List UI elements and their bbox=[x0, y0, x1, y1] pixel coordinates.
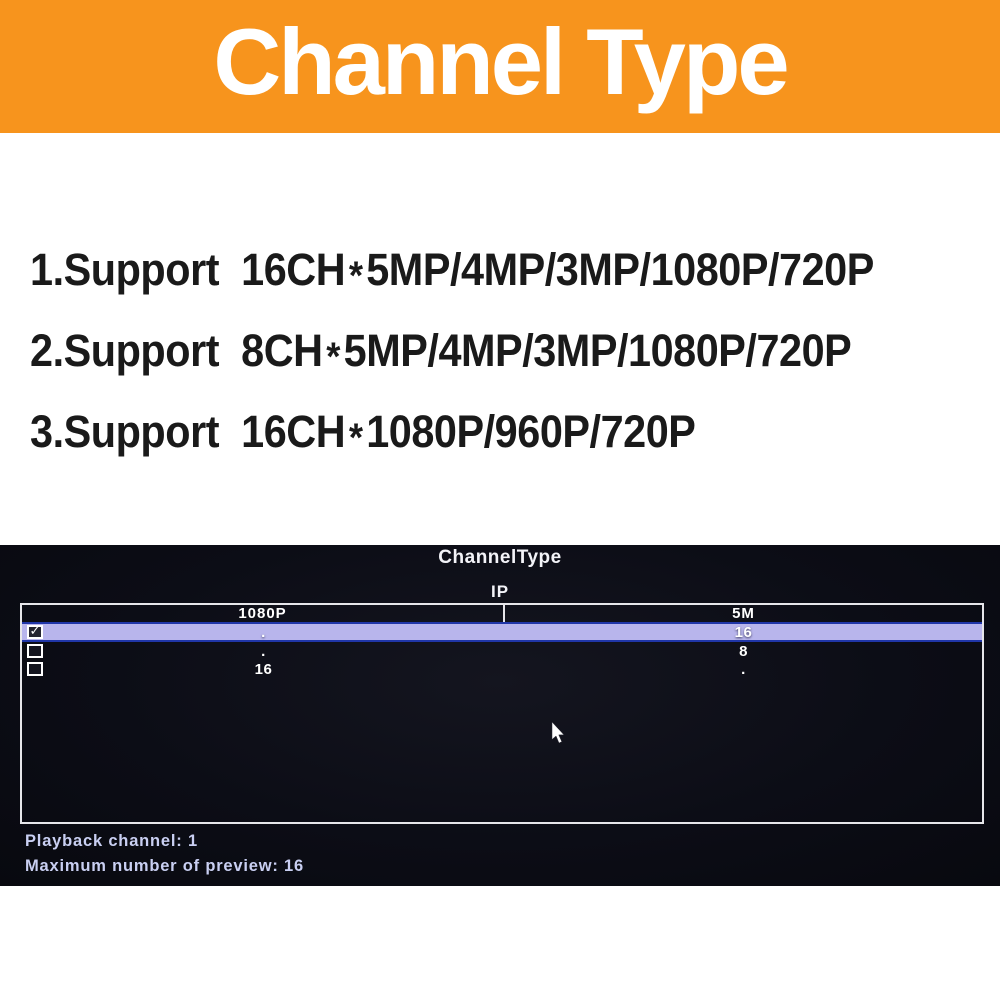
dialog-title: ChannelType bbox=[438, 547, 562, 568]
cell-5m: 8 bbox=[739, 642, 748, 660]
feature-line-3: 3.Support 16CH*1080P/960P/720P bbox=[30, 406, 913, 460]
page-title: Channel Type bbox=[213, 8, 789, 114]
dvr-screenshot: ChannelType IP 1080P 5M ✓ . 16 . 8 bbox=[0, 545, 1000, 886]
column-header-1080p: 1080P bbox=[22, 605, 505, 622]
feature-formats: 5MP/4MP/3MP/1080P/720P bbox=[366, 244, 874, 295]
cell-5m: . bbox=[741, 660, 746, 678]
cell-5m: 16 bbox=[734, 623, 753, 641]
feature-number: 1.Support bbox=[30, 244, 220, 295]
feature-formats: 5MP/4MP/3MP/1080P/720P bbox=[343, 325, 852, 376]
asterisk: * bbox=[348, 416, 363, 460]
cell-1080p: . bbox=[261, 623, 266, 641]
feature-line-1: 1.Support 16CH*5MP/4MP/3MP/1080P/720P bbox=[30, 244, 913, 298]
max-preview-status: Maximum number of preview: 16 bbox=[25, 857, 305, 875]
playback-channel-status: Playback channel: 1 bbox=[25, 832, 198, 850]
cell-1080p: 16 bbox=[254, 660, 273, 678]
check-icon: ✓ bbox=[29, 623, 41, 639]
asterisk: * bbox=[348, 254, 363, 298]
feature-formats: 1080P/960P/720P bbox=[366, 406, 696, 457]
feature-channels: 16CH bbox=[241, 244, 346, 295]
feature-number: 3.Support bbox=[30, 406, 220, 457]
table-header: 1080P 5M bbox=[22, 605, 982, 622]
cursor-arrow-icon bbox=[551, 722, 565, 744]
column-header-5m: 5M bbox=[732, 605, 755, 622]
checkbox-unchecked[interactable] bbox=[27, 644, 43, 658]
group-label-ip: IP bbox=[490, 582, 510, 601]
feature-line-2: 2.Support 8CH*5MP/4MP/3MP/1080P/720P bbox=[30, 325, 913, 379]
cell-1080p: . bbox=[261, 642, 266, 660]
checkbox-checked[interactable]: ✓ bbox=[27, 625, 43, 639]
banner: Channel Type bbox=[0, 0, 1000, 133]
table-row[interactable]: . 8 bbox=[22, 642, 982, 660]
feature-channels: 8CH bbox=[241, 325, 323, 376]
asterisk: * bbox=[326, 335, 340, 379]
channel-type-table: 1080P 5M ✓ . 16 . 8 1 bbox=[20, 603, 984, 824]
table-row[interactable]: 16 . bbox=[22, 660, 982, 678]
feature-number: 2.Support bbox=[30, 325, 220, 376]
checkbox-unchecked[interactable] bbox=[27, 662, 43, 676]
feature-channels: 16CH bbox=[241, 406, 346, 457]
table-row[interactable]: ✓ . 16 bbox=[22, 622, 982, 642]
